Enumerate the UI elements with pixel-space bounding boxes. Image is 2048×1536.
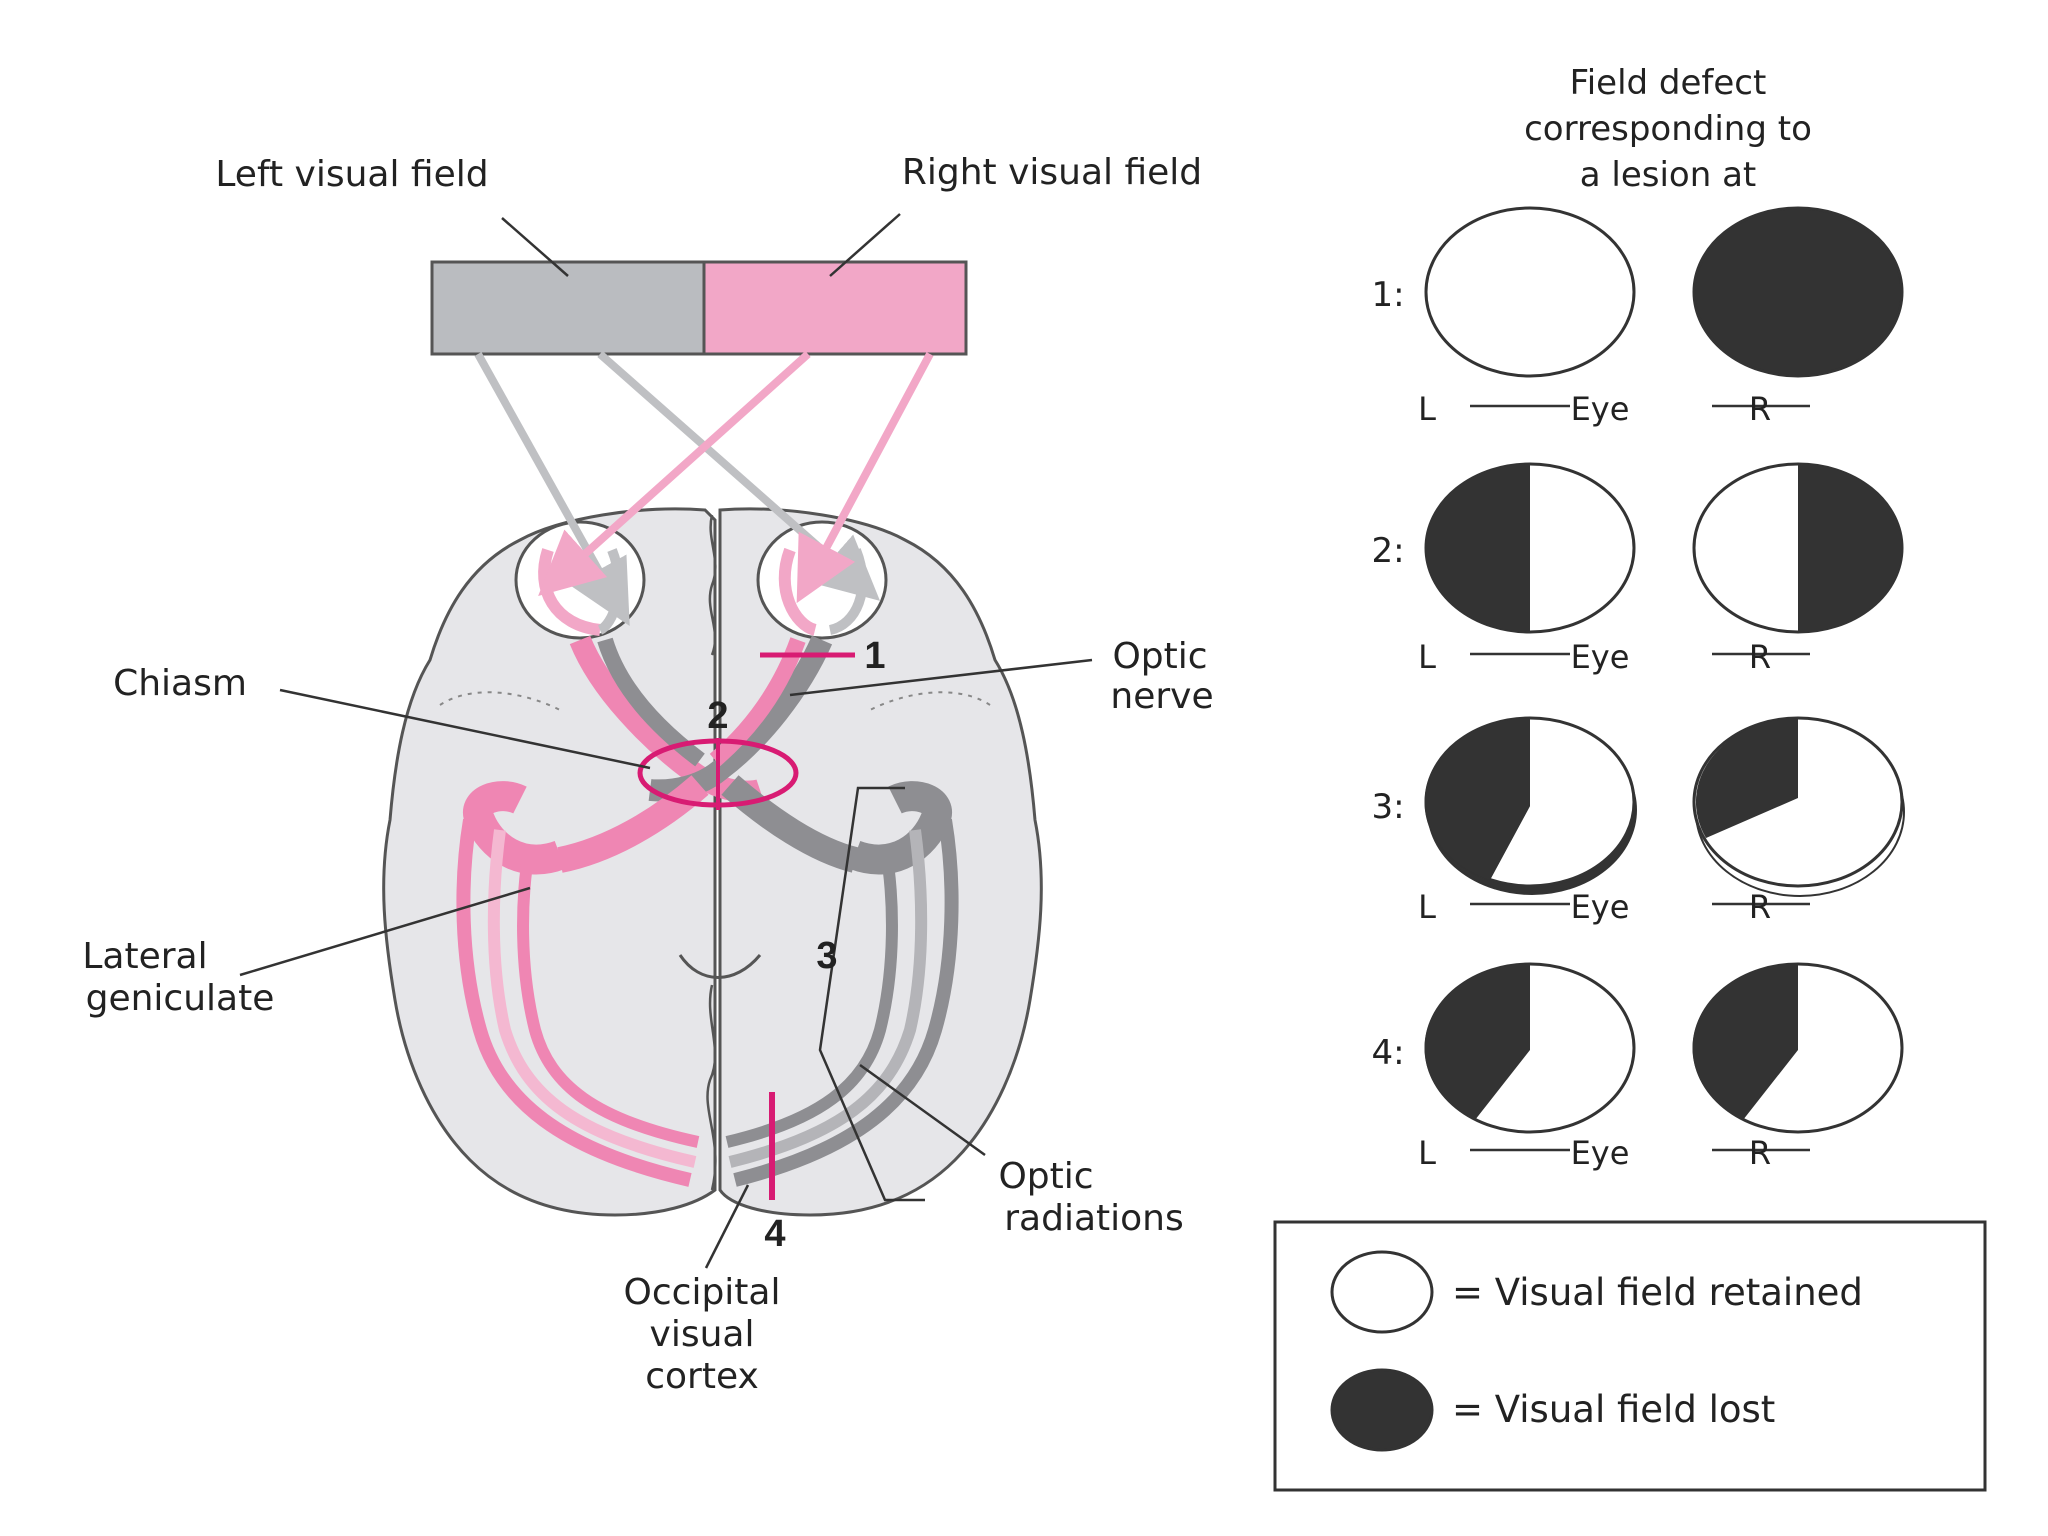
ray-right-field-to-left-eye <box>538 351 811 597</box>
row-label: 3: <box>1371 787 1404 827</box>
occipital-cortex-label-line3: cortex <box>645 1356 759 1397</box>
right-field-leader <box>829 213 901 277</box>
chiasm-leader <box>279 688 651 770</box>
brainstem-curve <box>678 954 762 979</box>
row-label: 2: <box>1371 531 1404 571</box>
legend-retained-swatch <box>1330 1250 1434 1334</box>
lateral-geniculate-leader <box>239 886 531 977</box>
optic-radiation-left-outer <box>456 818 692 1187</box>
optic-radiation-left-mid <box>487 829 697 1168</box>
left-eye-lost-sector <box>1424 963 1530 1120</box>
left-eye-lost-sector <box>1425 718 1530 880</box>
lesion-3-bracket <box>818 786 925 1202</box>
eye-label-right: R <box>1749 888 1771 926</box>
occipital-cortex-label-line2: visual <box>650 1314 755 1355</box>
eye-label-center: Eye <box>1571 1134 1630 1172</box>
optic-nerve-leader <box>789 658 1093 697</box>
optic-tract-right-gray <box>721 775 859 873</box>
midline-fissure-bottom <box>706 984 717 1191</box>
row-label: 1: <box>1371 275 1404 315</box>
eye-label-center: Eye <box>1571 390 1630 428</box>
eye-label-left: L <box>1418 888 1436 926</box>
occipital-cortex-label-line1: Occipital <box>624 1272 781 1313</box>
left-field-leader <box>501 217 569 277</box>
legend-box: = Visual field retained = Visual field l… <box>1273 1220 1987 1492</box>
legend-retained-label: = Visual field retained <box>1452 1271 1863 1314</box>
defect-row-3: 3: L Eye R <box>1371 716 1905 926</box>
legend-lost-swatch <box>1330 1368 1434 1452</box>
eye-label-right: R <box>1749 1134 1771 1172</box>
eye-label-left: L <box>1418 638 1436 676</box>
defect-panel-title-line2: corresponding to <box>1524 109 1812 149</box>
optic-nerve-label-line1: Optic <box>1112 636 1207 677</box>
temporal-lobe-outline-right <box>869 691 991 711</box>
optic-radiations-label-line2: radiations <box>1004 1198 1184 1239</box>
eye-label-left: L <box>1418 390 1436 428</box>
optic-radiation-left-inner <box>517 843 700 1148</box>
temporal-lobe-outline-left <box>439 691 561 711</box>
optic-nerve-left-gray <box>597 637 705 767</box>
optic-radiations-label-line1: Optic <box>998 1156 1093 1197</box>
right-eye-field <box>1692 206 1904 378</box>
defect-row-2: 2: L Eye R <box>1371 462 1904 676</box>
lesion-number-3: 3 <box>816 935 837 977</box>
optic-tract-left-pink <box>557 775 709 873</box>
eye-label-center: Eye <box>1571 888 1630 926</box>
left-eye-field <box>1424 206 1636 378</box>
left-visual-field-block <box>430 260 706 356</box>
left-visual-field-label: Left visual field <box>215 154 488 195</box>
right-eye <box>756 520 888 640</box>
right-eye-lost-sector <box>1692 963 1798 1120</box>
right-eye-lost-half <box>1798 464 1902 632</box>
visual-field-bar <box>430 260 968 356</box>
optic-nerve-label-line2: nerve <box>1110 676 1213 717</box>
optic-radiation-right-outer <box>733 818 959 1187</box>
lateral-geniculate-label-line1: Lateral <box>82 936 207 977</box>
defect-panel-title-line1: Field defect <box>1570 63 1767 103</box>
eye-label-center: Eye <box>1571 638 1630 676</box>
lesion-number-4: 4 <box>764 1213 785 1255</box>
optic-radiation-right-mid <box>728 829 928 1168</box>
lesion-number-1: 1 <box>864 635 885 677</box>
eye-label-left: L <box>1418 1134 1436 1172</box>
defect-panel-title-line3: a lesion at <box>1580 155 1757 195</box>
legend-lost-label: = Visual field lost <box>1452 1388 1775 1431</box>
right-eye-lost-sector <box>1695 718 1798 838</box>
ray-right-field-to-right-eye <box>796 352 934 604</box>
row-label: 4: <box>1371 1033 1404 1073</box>
right-visual-field-label: Right visual field <box>902 152 1202 193</box>
chiasm-label: Chiasm <box>113 663 247 704</box>
lesion-number-2: 2 <box>707 695 728 737</box>
brain <box>382 507 1043 1217</box>
field-defect-panel: Field defect corresponding to a lesion a… <box>1371 63 1905 1172</box>
eye-label-right: R <box>1749 390 1771 428</box>
optic-radiation-right-inner <box>725 843 898 1148</box>
optic-nerve-right-gray <box>648 635 833 802</box>
eye-label-right: R <box>1749 638 1771 676</box>
occipital-cortex-leader <box>704 1184 750 1269</box>
lateral-geniculate-label-line2: geniculate <box>86 978 275 1019</box>
left-eye-lost-half <box>1426 464 1530 632</box>
right-visual-field-block <box>702 260 968 356</box>
optic-radiations-leader <box>859 1063 986 1157</box>
defect-row-1: 1: L Eye R <box>1371 206 1904 428</box>
midline-fissure-top <box>708 514 717 656</box>
defect-row-4: 4: L Eye R <box>1371 962 1904 1172</box>
